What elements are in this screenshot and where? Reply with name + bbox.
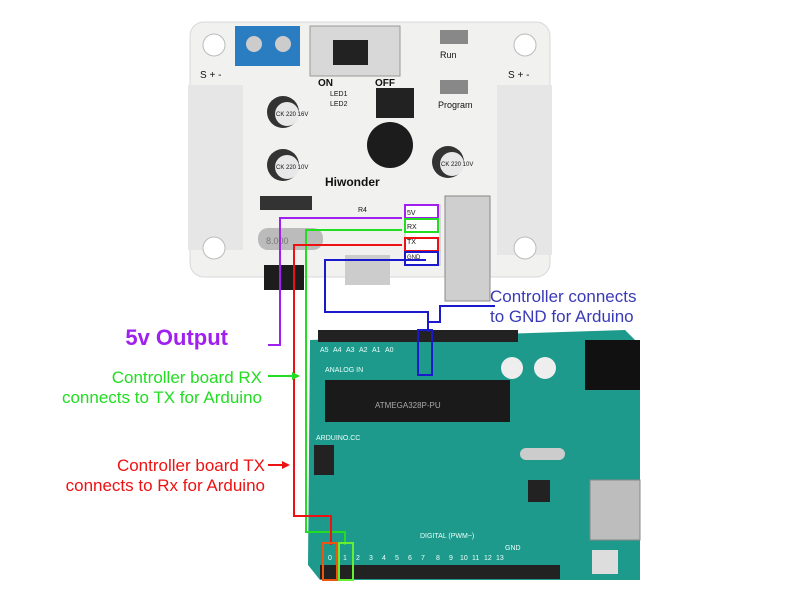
pin-d5-label: 5	[395, 555, 399, 562]
arduino-board: ATMEGA328P-PU ANALOG IN A5 A4 A3 A2 A1 A…	[308, 330, 641, 580]
pin-gnd-label: GND	[407, 255, 421, 261]
digital-gnd-label: GND	[505, 545, 521, 552]
program-button[interactable]	[440, 80, 468, 94]
run-label: Run	[440, 50, 457, 60]
controller-board: S + - S + - ON OFF Run Program LED1 LED2…	[188, 21, 552, 302]
pin-d2-label: 2	[356, 555, 360, 562]
arduino-brand: ARDUINO.CC	[316, 435, 360, 442]
reset-button[interactable]	[592, 550, 618, 574]
pin-d12-label: 12	[484, 555, 492, 562]
pin-d9-label: 9	[449, 555, 453, 562]
usb-b-port	[589, 479, 641, 541]
arduino-d0-highlight	[322, 542, 338, 581]
pin-d3-label: 3	[369, 555, 373, 562]
arduino-d1-highlight	[338, 542, 354, 581]
pin-d6-label: 6	[408, 555, 412, 562]
servo-label-left: S + -	[200, 70, 221, 81]
gnd-annotation: Controller connects to GND for Arduino	[490, 287, 636, 327]
pin-a2-label: A2	[359, 347, 368, 354]
rx-annotation-line1: Controller board RX	[111, 368, 262, 387]
crystal-label: 8.000	[266, 236, 289, 246]
pin-d0-label: 0	[328, 555, 332, 562]
pin-tx-label: TX	[407, 239, 416, 246]
chip-label: ATMEGA328P-PU	[375, 401, 441, 410]
gnd-annotation-line1: Controller connects	[490, 287, 637, 306]
pin-d1-label: 1	[343, 555, 347, 562]
pin-a1-label: A1	[372, 347, 381, 354]
pin-d7-label: 7	[421, 555, 425, 562]
digital-label: DIGITAL (PWM~)	[420, 533, 474, 540]
capacitor-label: CK 220 10V	[276, 165, 308, 171]
switch-off-label: OFF	[375, 78, 395, 89]
atmega-chip	[325, 380, 510, 422]
tx-annotation-line2: connects to Rx for Arduino	[65, 476, 265, 495]
pin-a0-label: A0	[385, 347, 394, 354]
arduino-gnd-highlight	[417, 329, 433, 376]
rx-annotation-line2: connects to TX for Arduino	[61, 388, 262, 407]
tx-annotation-line1: Controller board TX	[116, 456, 265, 475]
led2-label: LED2	[330, 101, 348, 108]
led1-label: LED1	[330, 91, 348, 98]
gnd-annotation-line2: to GND for Arduino	[490, 307, 634, 326]
buzzer	[367, 122, 413, 168]
rx-annotation: Controller board RX connects to TX for A…	[10, 368, 262, 408]
program-label: Program	[438, 100, 473, 110]
switch-on-label: ON	[318, 78, 333, 89]
pin-d11-label: 11	[472, 555, 479, 562]
hiwonder-logo: Hiwonder	[325, 175, 380, 189]
pin-d13-label: 13	[496, 555, 504, 562]
wire-gnd	[324, 259, 429, 332]
wire-5v	[268, 217, 402, 346]
gnd-callout-line	[428, 305, 495, 323]
dc-jack	[585, 340, 640, 390]
pin-rx-highlight	[404, 218, 439, 233]
tx-annotation: Controller board TX connects to Rx for A…	[10, 456, 265, 496]
pin-a3-label: A3	[346, 347, 355, 354]
capacitor-label: CK 220 10V	[441, 162, 473, 168]
usb-port	[444, 195, 491, 302]
wire-tx	[293, 244, 402, 545]
pin-rx-label: RX	[407, 224, 417, 231]
five-v-annotation: 5v Output	[125, 325, 228, 350]
pin-5v-label: 5V	[407, 210, 416, 217]
wire-rx	[305, 229, 402, 545]
run-button[interactable]	[440, 30, 468, 44]
pin-a5-label: A5	[320, 347, 329, 354]
servo-label-right: S + -	[508, 70, 529, 81]
analog-in-label: ANALOG IN	[325, 367, 363, 374]
pin-a4-label: A4	[333, 347, 342, 354]
resistor-label: R4	[358, 207, 367, 214]
pin-d4-label: 4	[382, 555, 386, 562]
pin-d10-label: 10	[460, 555, 468, 562]
pin-gnd-highlight	[404, 251, 439, 266]
capacitor-label: CK 220 16V	[276, 112, 308, 118]
digital-header	[320, 565, 560, 579]
pin-d8-label: 8	[436, 555, 440, 562]
